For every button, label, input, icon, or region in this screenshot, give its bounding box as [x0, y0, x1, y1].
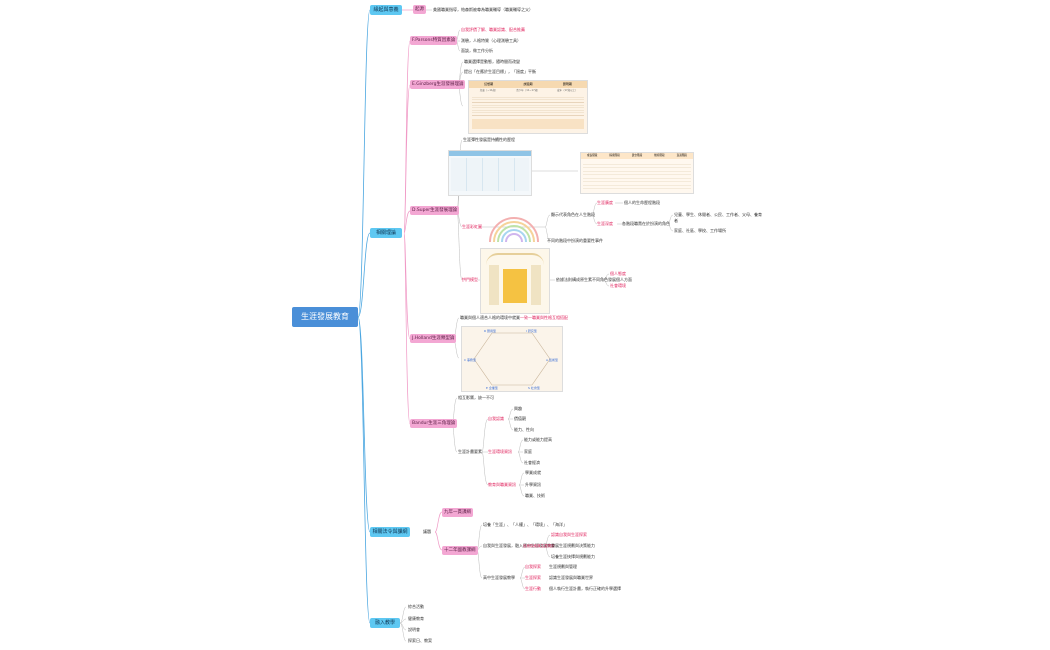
branch-curriculum[interactable]: 相關法令與課綱 [370, 527, 410, 537]
holland-intro-red: 一致一職業與性格互相搭配 [520, 315, 568, 320]
rainbow-breadth: 生涯廣度 [597, 200, 613, 205]
k12-b-item: 認識自我與生涯探索 [551, 532, 587, 537]
env-item: 家庭 [524, 449, 532, 454]
arch-main: 依據法則構成原生素不同角色發展個人方面 [556, 277, 632, 282]
super-node[interactable]: D.Super生涯發展理論 [410, 206, 460, 215]
rainbow-main: 顯示代表角色在人生階段 [551, 212, 595, 217]
integration-item: 探索日、教案 [408, 638, 432, 643]
ginzberg-item: 職業選擇是動態，隨時間而改變 [464, 59, 520, 64]
edu-item: 學業成就 [525, 470, 541, 475]
k12-b: 自我與生涯發展，融入國中生涯發展教育 [483, 543, 555, 548]
rainbow-depth-desc: 各階段職責在於扮演的角色 [622, 221, 670, 226]
super-col: 衰退階段 [676, 154, 688, 157]
env-item: 社會經濟 [524, 460, 540, 465]
k12-a: 培養「生涯」、「人權」、「環境」、「海洋」 [483, 522, 567, 527]
arch-social: 社會環境 [610, 283, 626, 288]
arch-personal: 個人態度 [610, 271, 626, 276]
env-label: 生涯環境資訊 [488, 449, 512, 454]
k12-c-text: 認識生涯發展與職業世界 [549, 575, 593, 580]
branch-theory[interactable]: 相關理論 [370, 228, 402, 238]
branch-integration[interactable]: 融入教學 [370, 618, 400, 628]
law-label: 議題 [423, 529, 431, 534]
self-item: 價值觀 [514, 416, 526, 421]
self-label: 自我認識 [488, 416, 504, 421]
triangle-line2: 生涯計畫要素 [458, 449, 482, 454]
integration-item: 說明會 [408, 627, 420, 632]
hex-label: S 社會型 [528, 386, 540, 390]
super-stage-chart-image [448, 150, 532, 196]
k12-c-text: 生涯規劃與管理 [549, 564, 577, 569]
k12-c-key: 生涯行動 [525, 586, 541, 591]
ginzberg-col: 試驗期 [523, 82, 533, 86]
ginzberg-sub: 青少年（11~17歲） [516, 89, 540, 92]
hex-label: R 實用型 [484, 329, 497, 333]
holland-hexagon-image: R 實用型 I 研究型 A 藝術型 S 社會型 E 企業型 C 事務型 [461, 326, 563, 392]
ginzberg-node[interactable]: E.Ginzberg生涯發展理論 [410, 80, 466, 89]
life-career-rainbow-image [486, 210, 542, 244]
origin-text: 美國職業指導，帕森斯被尊為職業輔導（職業輔導之父） [433, 7, 533, 12]
k12-c-key: 自我探索 [525, 564, 541, 569]
rainbow-places: 家庭、社區、學校、工作場所 [674, 228, 726, 233]
edu-item: 職業、技術 [525, 493, 545, 498]
ginzberg-col: 實現期 [562, 82, 572, 86]
origin-tag[interactable]: 起源 [413, 5, 426, 14]
super-col: 成長階段 [587, 154, 598, 157]
env-item: 能力或能力提高 [524, 437, 552, 442]
super-intro: 生涯彈性發展是持續性的歷程 [463, 137, 515, 142]
ginzberg-col: 幻想期 [484, 82, 494, 86]
holland-node[interactable]: J.Holland生涯類型論 [410, 334, 457, 343]
branch-origin[interactable]: 緣起與意義 [370, 5, 402, 15]
hex-label: E 企業型 [486, 386, 498, 390]
ginzberg-sub: 兒童（~11歲） [479, 89, 498, 92]
k12-c-text: 個人執行生涯計畫，執行正確的升學選擇 [549, 586, 621, 591]
parsons-item: 面談，做工作分析 [461, 48, 493, 53]
k12-node[interactable]: 十二年國教課綱 [442, 546, 478, 555]
ginzberg-sub: 成年（17歲以上） [556, 89, 578, 92]
rainbow-breadth-desc: 個人的生命歷程階段 [624, 200, 660, 205]
ginzberg-table-image: 幻想期 試驗期 實現期 兒童（~11歲） 青少年（11~17歲） 成年（17歲以… [468, 80, 588, 134]
rainbow-depth: 生涯深度 [597, 221, 613, 226]
super-rainbow-label: 生涯彩虹圖 [462, 224, 482, 229]
parsons-node[interactable]: F.Parsons特質因素論 [410, 36, 458, 45]
triangle-node[interactable]: Bandur生涯三角理論 [410, 419, 458, 428]
triangle-line1: 相互影響，缺一不可 [458, 395, 494, 400]
super-arch-label: 拱門模型 [462, 277, 478, 282]
k12-b-item: 培養生涯抉擇與規劃能力 [551, 554, 595, 559]
rainbow-roles: 兒童、學生、休閒者、公民、工作者、父母、養育者 [674, 212, 762, 223]
super-col: 建立階段 [631, 154, 643, 157]
k12-b-item: 發展生涯規劃與決策能力 [551, 543, 595, 548]
self-item: 能力、性向 [514, 427, 534, 432]
k12-c-key: 生涯探索 [525, 575, 541, 580]
super-stage-table-image: 成長階段 探索階段 建立階段 維持階段 衰退階段 [580, 152, 694, 194]
k12-b-red: 自我探索與生涯規劃 [523, 544, 555, 548]
integration-item: 健康教育 [408, 616, 424, 621]
k9-node[interactable]: 九年一貫課綱 [442, 508, 473, 517]
rainbow-events: 不同的階段中扮演的重要性事件 [547, 238, 603, 243]
ginzberg-item: 提出「在應於生涯目標」，「過度」平衡 [464, 69, 536, 74]
holland-intro: 職業與個人適合人格的環境中就業 [460, 315, 520, 320]
super-col: 維持階段 [654, 154, 665, 157]
root-node[interactable]: 生涯發展教育 [292, 307, 358, 327]
self-item: 興趣 [514, 406, 522, 411]
hex-label: C 事務型 [464, 358, 477, 362]
edu-item: 升學資訊 [525, 482, 541, 487]
integration-item: 綜合活動 [408, 604, 424, 609]
super-col: 探索階段 [609, 154, 620, 157]
hex-label: I 研究型 [526, 329, 537, 333]
hex-label: A 藝術型 [546, 358, 559, 362]
parsons-item: 自我評價了解、職業認識、配合推薦 [461, 27, 525, 32]
archway-model-image [480, 248, 550, 314]
parsons-item: 測驗，人格特質（心理測驗工具） [461, 38, 521, 43]
edu-label: 教育與職業資訊 [488, 482, 516, 487]
k12-c: 高中生涯發展教學 [483, 575, 515, 580]
